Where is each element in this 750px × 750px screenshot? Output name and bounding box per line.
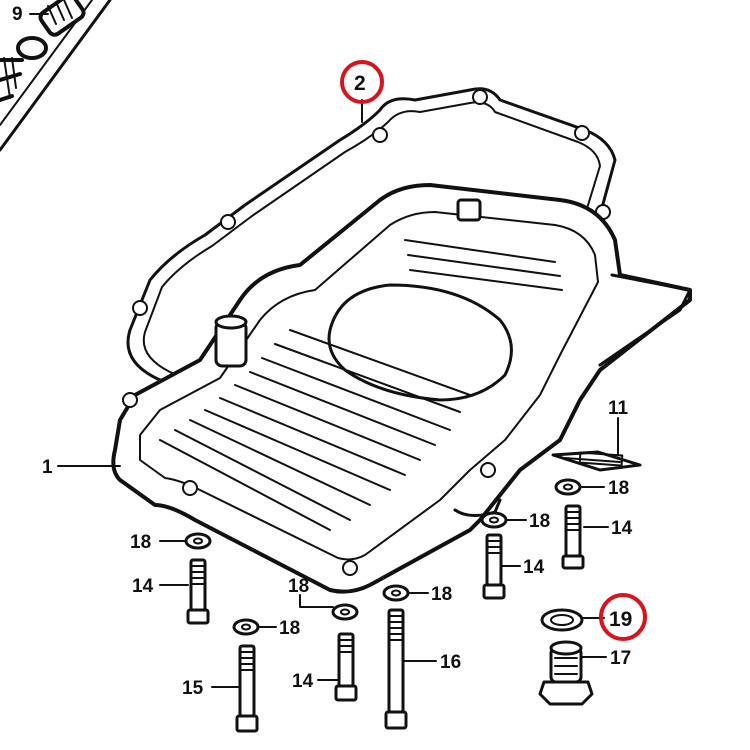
label-part-14-a: 14 — [611, 518, 633, 539]
leader-lines — [29, 13, 609, 688]
label-part-14-c: 14 — [132, 576, 154, 597]
part-11-screen-plate — [551, 417, 642, 472]
bolt-14-center — [334, 632, 358, 702]
highlight-circles — [340, 60, 647, 641]
part-19-drain-washer — [540, 608, 584, 632]
label-part-14-b: 14 — [523, 557, 545, 578]
bolt-14-left — [186, 558, 210, 625]
label-part-1: 1 — [42, 457, 53, 478]
label-part-19: 19 — [609, 608, 632, 631]
label-part-11: 11 — [608, 398, 629, 419]
label-part-17: 17 — [610, 648, 631, 669]
label-part-2: 2 — [354, 72, 366, 95]
label-part-9: 9 — [12, 4, 23, 25]
bolt-15-long — [235, 644, 259, 733]
label-part-14-d: 14 — [292, 671, 314, 692]
washers-part-18 — [184, 478, 582, 636]
highlight-circle-part-19 — [599, 593, 647, 641]
part-1-oil-pan — [111, 183, 692, 594]
highlight-circle-part-2 — [340, 60, 384, 104]
bolt-16-extra-long — [384, 608, 408, 730]
bolt-14-right-lower — [482, 533, 506, 600]
label-part-16: 16 — [440, 652, 461, 673]
label-part-15: 15 — [182, 678, 204, 699]
label-part-18-f: 18 — [279, 618, 300, 639]
part-labels: 9 2 1 11 18 18 14 18 14 14 18 18 18 19 1… — [12, 4, 633, 699]
label-part-18-c: 18 — [130, 532, 151, 553]
label-part-18-b: 18 — [529, 511, 550, 532]
part-17-drain-plug — [538, 640, 594, 706]
label-part-18-d: 18 — [288, 576, 309, 597]
oil-pan-fins — [159, 239, 563, 531]
part-9-spring-assembly — [0, 0, 112, 152]
bolt-14-right-upper — [561, 504, 585, 570]
label-part-18-a: 18 — [608, 478, 629, 499]
label-part-18-e: 18 — [431, 584, 452, 605]
